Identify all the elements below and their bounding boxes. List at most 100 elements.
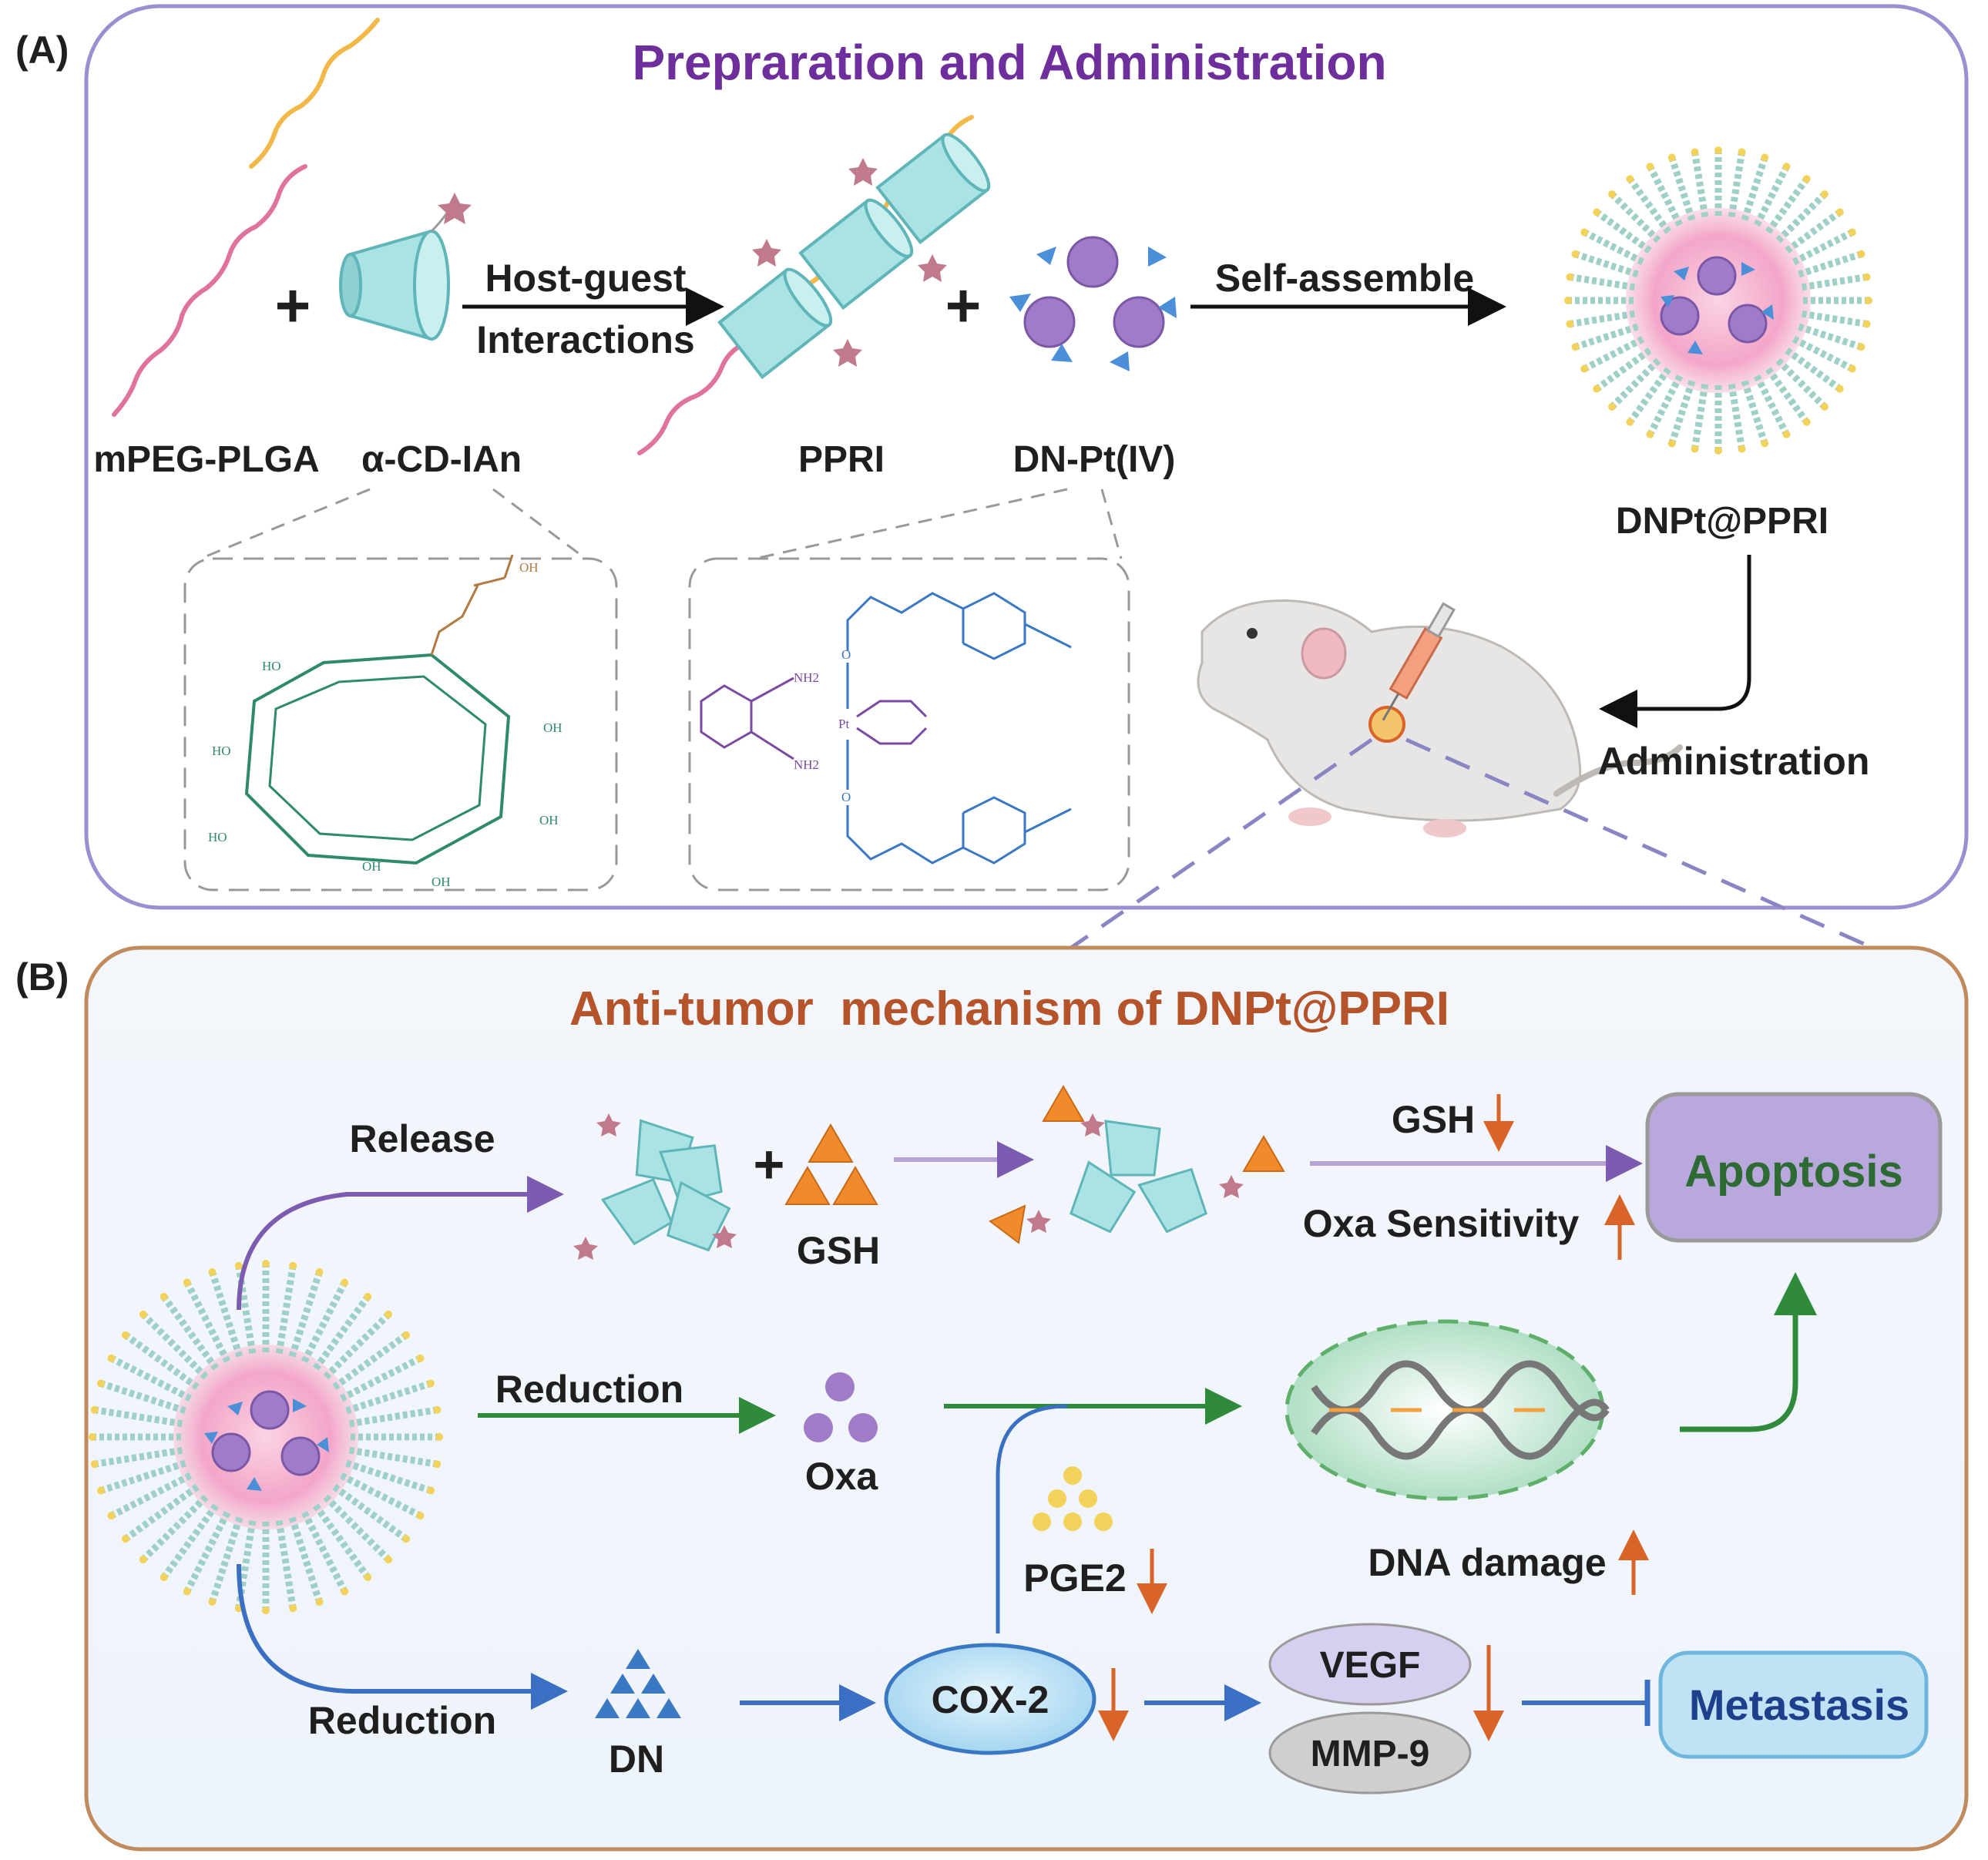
corona-strand [1728, 151, 1745, 218]
mmp9-label: MMP-9 [1311, 1734, 1430, 1774]
corona-strand [1647, 165, 1684, 227]
corona-strand [339, 1355, 422, 1402]
corona-strand [1594, 209, 1652, 253]
corona-tip [289, 1604, 297, 1613]
reduction-label: Reduction [308, 1699, 496, 1742]
corona-tip [1691, 148, 1699, 156]
corona-tip [1848, 228, 1856, 237]
corona-strand [1775, 358, 1828, 410]
corona-strand [140, 1494, 209, 1563]
corona-tip [208, 1597, 217, 1606]
corona-strand [1798, 323, 1862, 351]
panel-b-frame [84, 945, 1969, 1852]
corona-tip [183, 1278, 191, 1287]
corona-strand [1753, 374, 1790, 436]
apoptosis-label: Apoptosis [1684, 1147, 1903, 1197]
corona-tip [364, 1292, 372, 1301]
corona-strand [1728, 383, 1745, 450]
zoom-guide [1100, 489, 1123, 559]
corona-tip [1738, 148, 1746, 156]
oh-label: OH [543, 720, 562, 735]
ho-label: HO [208, 830, 227, 844]
corona-strand [1792, 335, 1854, 372]
corona-strand [1785, 347, 1842, 392]
dn-pt-structure-box [688, 557, 1130, 891]
corona-strand [1609, 358, 1661, 410]
cox2-to-dna-curve [996, 1404, 1068, 1633]
corona-tip [1865, 297, 1872, 304]
corona-strand [109, 1472, 193, 1519]
corona-strand [1765, 176, 1810, 234]
corona-tip [1626, 175, 1634, 183]
dnpt-ppri-nanoparticle-icon [1564, 146, 1872, 455]
corona-strand [323, 1494, 391, 1563]
corona-strand [1741, 156, 1768, 221]
corona-strand [1792, 229, 1854, 266]
nh2-label: NH2 [794, 670, 819, 685]
alpha-cd-ian-structure-box [183, 557, 618, 891]
corona-tip [139, 1310, 147, 1318]
corona-strand [209, 1271, 243, 1358]
dnpt-ppri-nanoparticle-icon [89, 1260, 443, 1614]
panel-b-title: Anti-tumor mechanism of DNPt@PPRI [569, 982, 1449, 1036]
corona-strand [345, 1380, 432, 1415]
corona-tip [1714, 447, 1722, 455]
corona-tip [1820, 190, 1828, 199]
alpha-cd-cone-icon [339, 193, 472, 341]
corona-tip [435, 1433, 443, 1441]
oxa-spheres-icon [804, 1372, 878, 1442]
corona-tip [433, 1460, 442, 1469]
host-guest-label-2: Interactions [476, 318, 694, 361]
corona-strand [94, 1406, 183, 1428]
corona-strand [161, 1503, 219, 1580]
alpha-cd-ian-structure: OH HO HO HO OH OH OH OH [208, 554, 562, 889]
corona-strand [1627, 367, 1671, 425]
oh-label: OH [519, 560, 539, 575]
corona-strand [332, 1332, 408, 1390]
corona-tip [97, 1486, 106, 1495]
corona-tip [1667, 153, 1676, 162]
zoom-guide [200, 488, 371, 560]
panel-b-tag: (B) [15, 955, 69, 999]
corona-strand [1765, 367, 1810, 425]
corona-tip [1646, 430, 1654, 438]
corona-tip [1738, 445, 1746, 453]
host-guest-label-1: Host-guest [485, 257, 686, 300]
corona-tip [160, 1573, 168, 1582]
dnpt-ppri-label: DNPt@PPRI [1616, 501, 1828, 542]
corona-strand [288, 1271, 323, 1358]
corona-tip [1848, 364, 1856, 373]
oh-label: OH [539, 813, 559, 828]
dn-triangles-icon [595, 1649, 681, 1718]
corona-tip [1835, 208, 1844, 217]
corona-tip [107, 1512, 116, 1520]
corona-strand [1647, 374, 1684, 436]
ho-label: HO [262, 659, 281, 673]
corona-tip [1862, 320, 1871, 328]
corona-tip [1566, 273, 1574, 281]
corona-tip [1802, 175, 1811, 183]
corona-tip [1835, 384, 1844, 393]
corona-strand [1594, 347, 1652, 392]
dn-pt-label: DN-Pt(IV) [1013, 439, 1176, 480]
plus-sign: + [754, 1134, 785, 1194]
corona-tip [1646, 163, 1654, 171]
administration-arrow [1599, 555, 1751, 728]
corona-strand [345, 1459, 432, 1494]
zoom-guide [492, 488, 586, 560]
o-label: O [841, 790, 851, 804]
corona-strand [332, 1484, 408, 1542]
dna-to-apoptosis-arrow [1680, 1272, 1817, 1432]
corona-strand [1785, 209, 1842, 253]
corona-strand [1691, 151, 1709, 218]
corona-strand [1583, 335, 1645, 372]
corona-tip [1857, 343, 1865, 351]
corona-tip [89, 1433, 96, 1441]
pt-label: Pt [838, 717, 849, 731]
corona-strand [1569, 310, 1636, 327]
mpeg-plga-chain [112, 164, 307, 417]
reduction-arrow-blue [237, 1563, 568, 1710]
corona-strand [99, 1459, 186, 1494]
corona-tip [416, 1354, 425, 1362]
corona-strand [1609, 191, 1661, 243]
